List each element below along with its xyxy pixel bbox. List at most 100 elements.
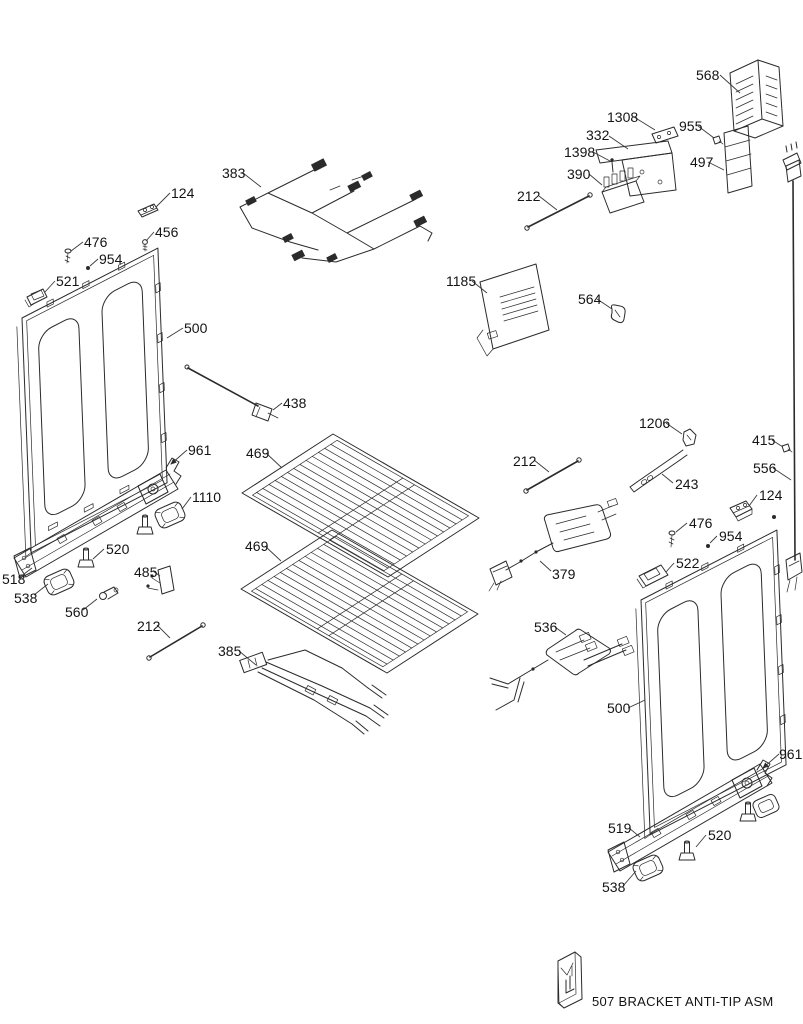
label-500-left: 500 <box>184 320 208 336</box>
label-538-left: 538 <box>14 590 38 606</box>
label-556: 556 <box>753 460 777 476</box>
part-538-left-foot <box>43 568 75 596</box>
part-415-screw <box>781 443 793 453</box>
label-954-left: 954 <box>99 251 123 267</box>
label-124-right: 124 <box>759 487 783 503</box>
part-469-lower-rack <box>241 530 478 673</box>
label-476-left: 476 <box>84 234 108 250</box>
part-390-spark-module <box>601 167 645 214</box>
label-538-right: 538 <box>602 879 626 895</box>
label-332: 332 <box>586 127 610 143</box>
part-500-right-panel <box>636 527 787 839</box>
part-332-bracket <box>595 140 677 197</box>
part-500-left-panel <box>17 245 168 557</box>
leader-961-left <box>170 449 188 465</box>
label-522: 522 <box>676 555 700 571</box>
label-568: 568 <box>696 67 720 83</box>
part-538-right-foot <box>632 854 664 882</box>
part-124-left-bracket <box>137 203 159 218</box>
part-564-grommet <box>610 304 626 324</box>
part-520-right-leg-2 <box>739 801 757 822</box>
leader-536 <box>554 626 567 636</box>
part-456-right-screw <box>772 515 776 519</box>
label-415: 415 <box>752 432 776 448</box>
part-507-anti-tip-bracket <box>557 951 583 1009</box>
part-1110-foot <box>154 501 186 529</box>
leader-560 <box>82 598 98 611</box>
label-469-lower: 469 <box>245 538 269 554</box>
leader-243 <box>661 473 674 484</box>
label-212-top: 212 <box>517 188 541 204</box>
part-536-harness <box>489 628 635 711</box>
leader-415 <box>771 439 784 448</box>
part-485-bracket <box>146 565 175 595</box>
leader-520-right <box>695 834 707 848</box>
part-labels: 568 1308 955 332 1398 497 390 212 383 12… <box>2 67 803 895</box>
part-124-right-bracket <box>729 500 753 522</box>
leader-519 <box>628 827 641 838</box>
label-518: 518 <box>2 571 26 587</box>
leader-1110 <box>181 496 192 510</box>
leader-1308 <box>633 116 656 131</box>
part-469-upper-rack <box>242 434 479 577</box>
label-500-right: 500 <box>607 700 631 716</box>
part-522-clip <box>636 564 669 589</box>
label-383: 383 <box>222 165 246 181</box>
part-243-tube <box>629 449 688 493</box>
part-383-wire-harness <box>239 158 433 263</box>
leader-438 <box>272 402 283 411</box>
leader-556 <box>772 467 792 481</box>
leader-518 <box>19 567 33 578</box>
part-954-right-screw <box>706 544 710 548</box>
leader-521 <box>44 280 56 293</box>
leader-1206 <box>665 422 683 435</box>
label-1110: 1110 <box>192 489 221 505</box>
leader-379 <box>539 560 552 572</box>
label-536: 536 <box>534 619 558 635</box>
part-520-right-leg <box>678 840 696 861</box>
part-456-left-screw <box>142 239 148 252</box>
leader-568 <box>719 74 741 94</box>
label-560: 560 <box>65 604 89 620</box>
leader-332 <box>608 135 629 150</box>
leader-476-right <box>675 522 688 533</box>
leader-1185 <box>471 280 488 294</box>
label-955: 955 <box>679 118 703 134</box>
part-518-left-rail <box>13 469 179 579</box>
label-212-bottom-left: 212 <box>137 618 161 634</box>
leader-961-right <box>762 753 780 769</box>
leader-497 <box>707 161 725 171</box>
label-1185: 1185 <box>446 273 476 289</box>
leader-124-left <box>155 192 171 208</box>
part-521-clip <box>24 288 48 308</box>
label-390: 390 <box>567 166 591 182</box>
label-485: 485 <box>134 564 158 580</box>
leader-500-left <box>166 327 184 339</box>
part-519-right-rail <box>607 763 773 873</box>
leader-385 <box>238 650 257 666</box>
part-520-left-leg-2 <box>136 514 154 535</box>
part-476-right-screw <box>668 530 676 548</box>
part-556-power-cord <box>782 141 803 593</box>
leader-lines <box>19 74 792 887</box>
part-954-left-screw <box>86 266 90 270</box>
part-212-rod-bottom-left <box>146 622 206 661</box>
leader-500-right <box>627 699 646 709</box>
part-212-rod-top <box>524 192 593 231</box>
part-212-rod-center <box>523 457 582 494</box>
label-1398: 1398 <box>564 144 595 160</box>
leader-212-top <box>538 195 558 211</box>
part-foot-right-rear <box>752 793 780 819</box>
footer-caption: 507 BRACKET ANTI-TIP ASM <box>592 994 774 1009</box>
label-961-right: 961 <box>779 746 803 762</box>
part-476-left-screw <box>64 248 72 264</box>
label-521: 521 <box>56 273 80 289</box>
label-243: 243 <box>675 476 699 492</box>
leader-538-left <box>33 583 49 596</box>
part-385-wire-harness <box>239 649 389 735</box>
part-1206-clip <box>682 428 697 447</box>
leader-469-lower <box>264 545 282 562</box>
label-961-left: 961 <box>188 442 212 458</box>
